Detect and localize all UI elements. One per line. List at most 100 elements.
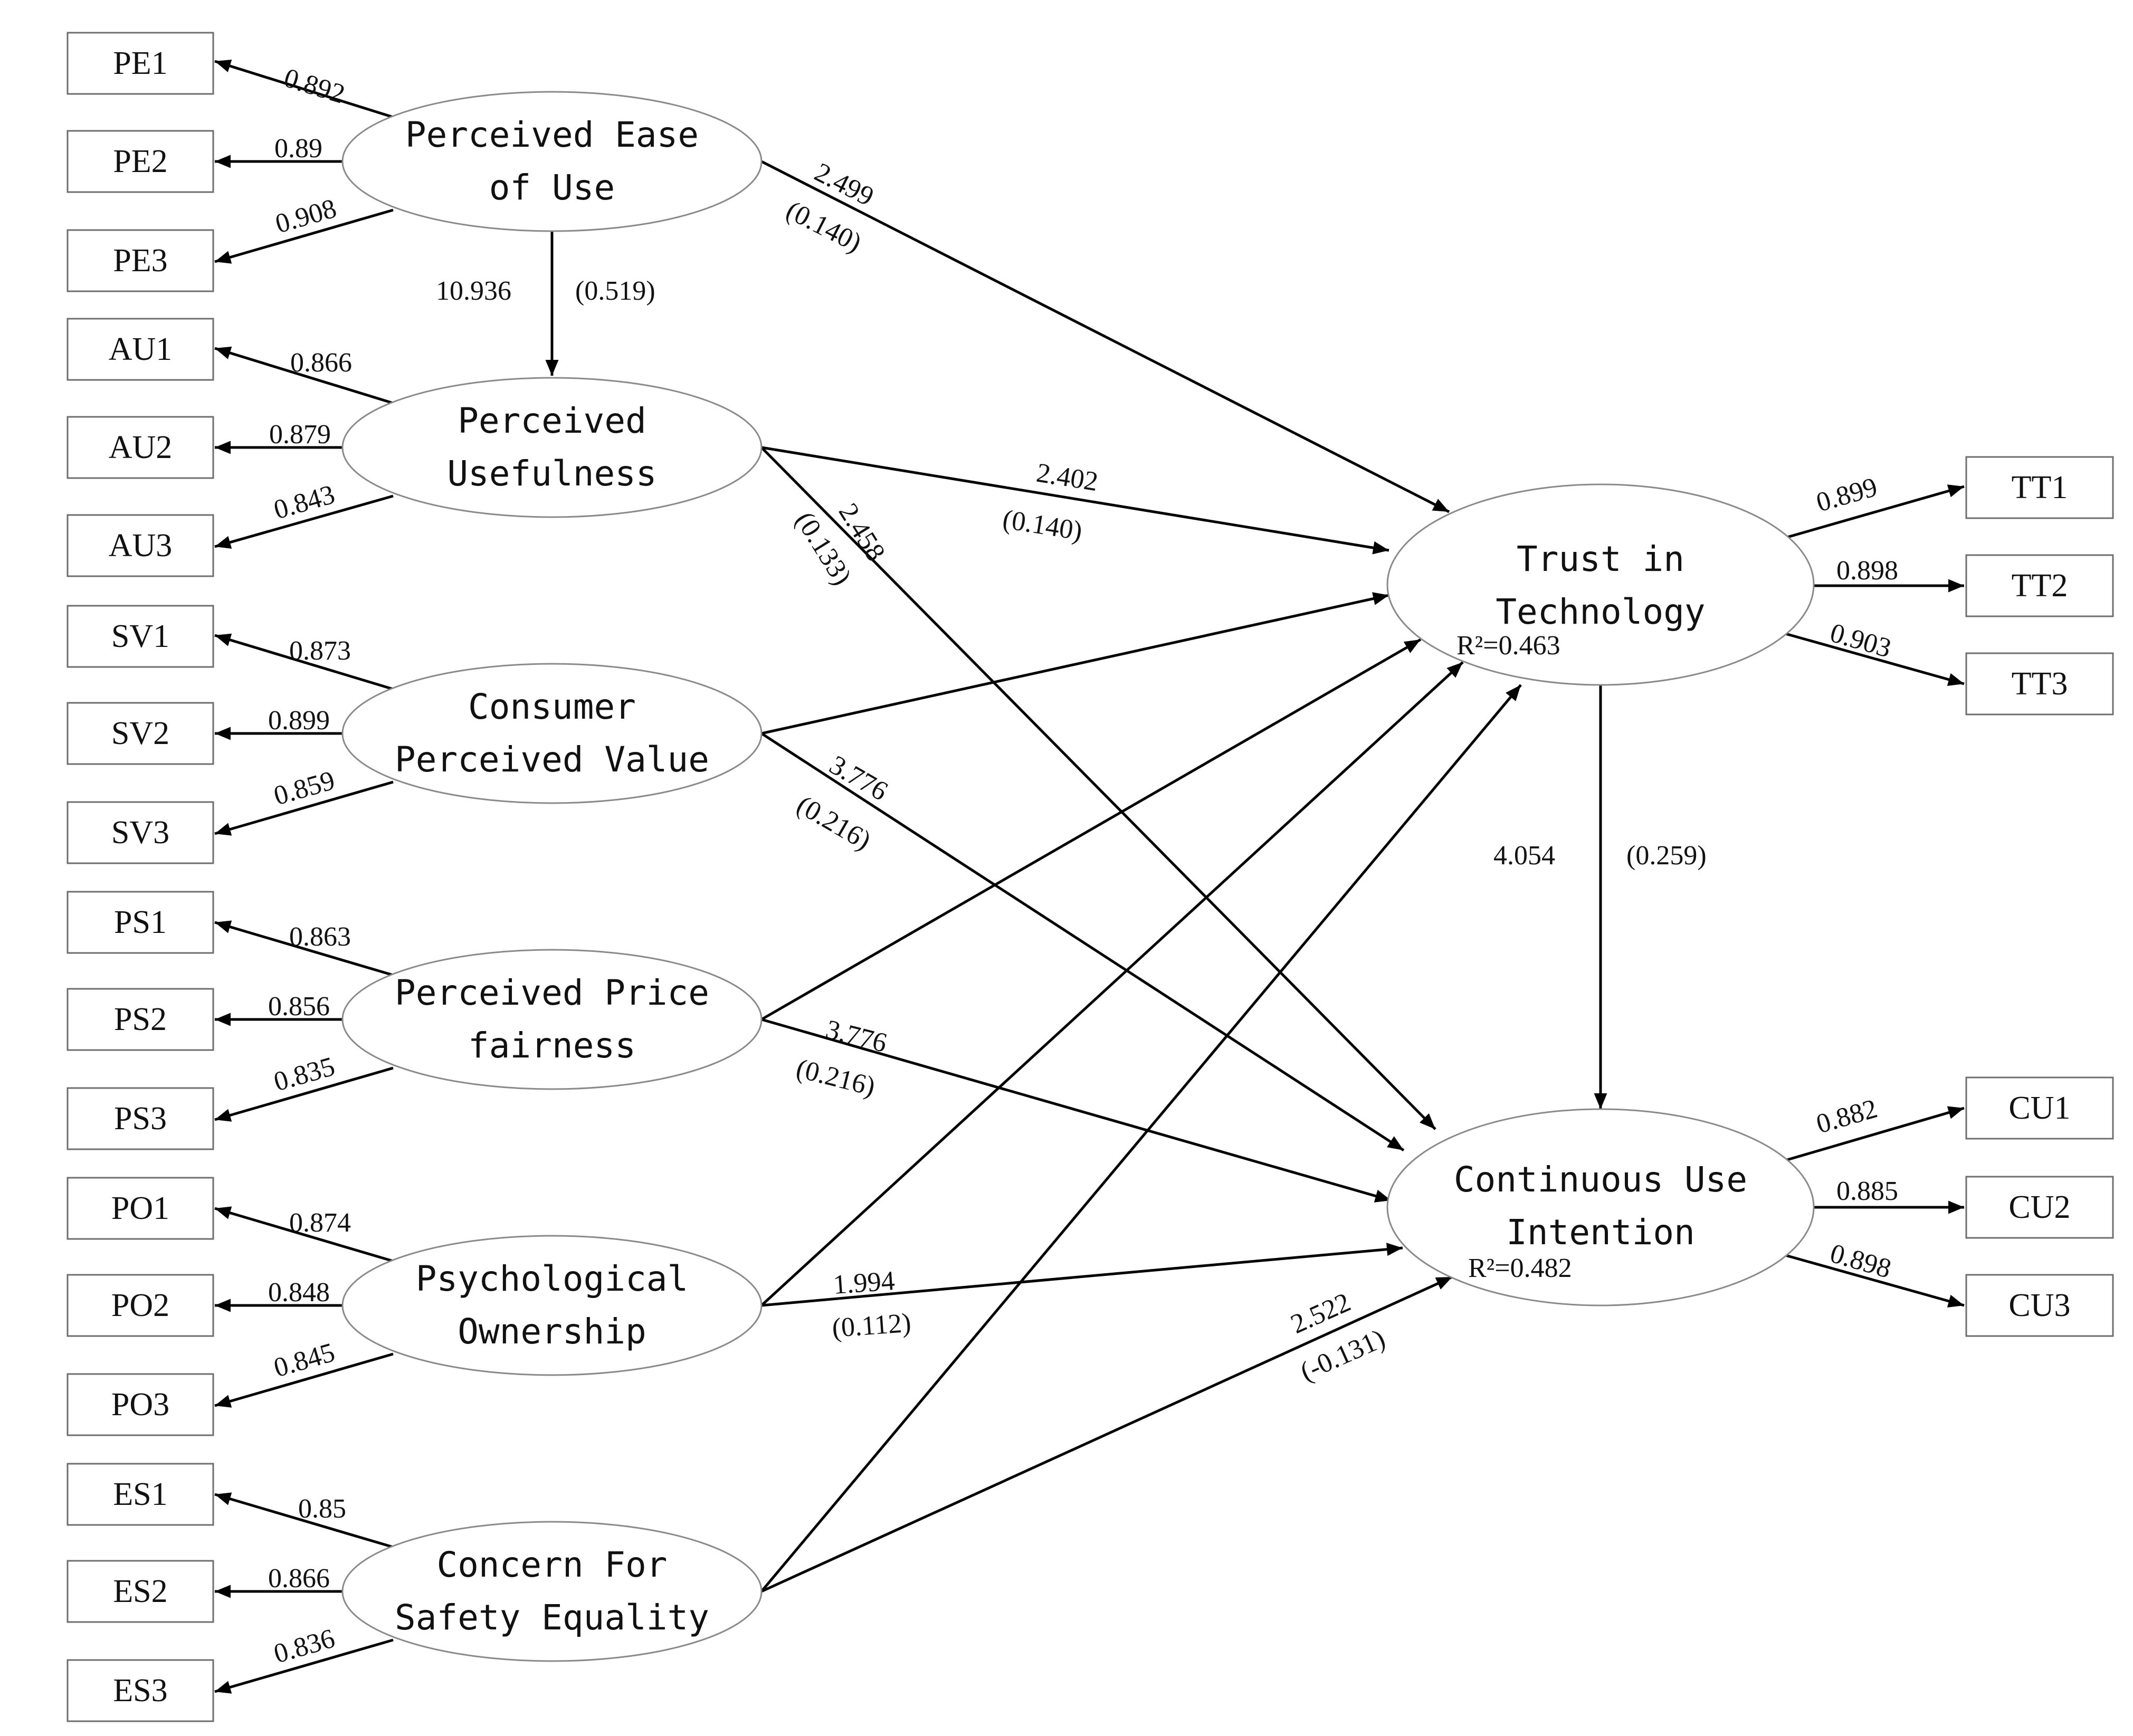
loading-cu2: 0.885 xyxy=(1836,1176,1898,1206)
indicator-cu1: CU1 xyxy=(1965,1076,2114,1140)
indicator-label-au1: AU1 xyxy=(109,331,173,367)
indicator-ps2: PS2 xyxy=(66,988,214,1051)
loading-po3: 0.845 xyxy=(271,1337,338,1383)
indicator-po2: PO2 xyxy=(66,1274,214,1337)
loading-arrow-pe1 xyxy=(214,60,394,119)
indicator-label-tt2: TT2 xyxy=(2012,568,2068,604)
path-label-cpv-cui-t: 3.776 xyxy=(824,750,893,807)
indicator-pe3: PE3 xyxy=(66,229,214,292)
construct-consumer-perceived-value: Consumer Perceived Value xyxy=(341,663,763,804)
construct-label-cpv-line1: Consumer xyxy=(468,686,636,727)
construct-label-ppf-line1: Perceived Price xyxy=(395,972,709,1013)
indicator-label-po1: PO1 xyxy=(111,1190,169,1226)
loading-arrow-tt1 xyxy=(1783,484,1965,540)
loading-sv1: 0.873 xyxy=(289,636,351,666)
path-ppf-to-tt xyxy=(760,638,1422,1021)
construct-label-ppf-line2: fairness xyxy=(468,1025,636,1066)
construct-psychological-ownership: Psychological Ownership xyxy=(341,1235,763,1376)
path-cfse-to-tt xyxy=(760,684,1522,1592)
construct-label-po-line1: Psychological xyxy=(416,1258,689,1299)
indicator-label-tt3: TT3 xyxy=(2012,666,2068,702)
indicator-label-es2: ES2 xyxy=(113,1573,167,1609)
construct-label-po-line2: Ownership xyxy=(458,1311,646,1352)
indicator-label-sv2: SV2 xyxy=(111,716,169,751)
structural-paths xyxy=(545,160,1607,1593)
construct-label-peou-line1: Perceived Ease xyxy=(405,115,699,155)
loading-arrow-ps3 xyxy=(214,1066,394,1122)
path-label-cfse-cui-t: 2.522 xyxy=(1287,1287,1355,1340)
path-pu-to-tt xyxy=(761,446,1389,555)
construct-label-cfse-line1: Concern For xyxy=(436,1544,667,1585)
path-label-peou-pu-coef: (0.519) xyxy=(575,276,655,306)
indicator-label-pe3: PE3 xyxy=(113,243,167,279)
loading-au2: 0.879 xyxy=(269,419,331,450)
loading-arrow-sv3 xyxy=(214,780,394,836)
indicator-label-cu2: CU2 xyxy=(2008,1189,2070,1225)
indicator-tt1: TT1 xyxy=(1965,456,2114,519)
indicator-es3: ES3 xyxy=(66,1659,214,1722)
indicator-label-ps1: PS1 xyxy=(114,904,167,940)
loading-es1: 0.85 xyxy=(298,1494,346,1524)
construct-label-cui-line2: Intention xyxy=(1506,1212,1695,1253)
loading-po2: 0.848 xyxy=(268,1277,330,1308)
loading-tt2: 0.898 xyxy=(1836,556,1898,586)
indicator-label-sv3: SV3 xyxy=(111,815,169,851)
loading-es2: 0.866 xyxy=(268,1563,330,1594)
loading-arrow-au3 xyxy=(214,494,394,549)
indicator-label-es1: ES1 xyxy=(113,1476,167,1512)
indicator-label-cu1: CU1 xyxy=(2008,1090,2070,1126)
loading-sv3: 0.859 xyxy=(271,765,338,811)
path-label-po-cui-t: 1.994 xyxy=(832,1266,896,1300)
construct-perceived-price-fairness: Perceived Price fairness xyxy=(341,949,763,1090)
path-label-pu-tt-t: 2.402 xyxy=(1034,458,1100,498)
path-label-peou-pu-t: 10.936 xyxy=(436,276,511,306)
indicator-sv3: SV3 xyxy=(66,801,214,864)
indicator-label-pe1: PE1 xyxy=(113,45,167,81)
indicator-cu3: CU3 xyxy=(1965,1274,2114,1337)
r-squared-cui: R²=0.482 xyxy=(1468,1253,1572,1283)
indicator-label-po2: PO2 xyxy=(111,1287,169,1323)
indicator-label-pe2: PE2 xyxy=(113,144,167,179)
path-po-to-cui xyxy=(761,1243,1403,1307)
construct-label-peou-line2: of Use xyxy=(489,167,615,208)
loading-po1: 0.874 xyxy=(289,1208,351,1238)
construct-label-pu-line1: Perceived xyxy=(458,400,646,441)
path-label-tt-cui-coef: (0.259) xyxy=(1626,841,1707,871)
indicator-po1: PO1 xyxy=(66,1177,214,1240)
construct-concern-for-safety-equality: Concern For Safety Equality xyxy=(341,1521,763,1662)
loading-arrow-ps1 xyxy=(214,920,394,977)
indicator-cu2: CU2 xyxy=(1965,1176,2114,1239)
indicator-au1: AU1 xyxy=(66,318,214,381)
loading-au3: 0.843 xyxy=(271,479,338,525)
path-label-pu-tt-coef: (0.140) xyxy=(1001,504,1084,547)
loading-arrow-cu3 xyxy=(1783,1253,1965,1308)
indicator-pe2: PE2 xyxy=(66,130,214,193)
path-pu-to-cui xyxy=(760,446,1436,1130)
loading-cu1: 0.882 xyxy=(1813,1093,1881,1139)
indicator-tt3: TT3 xyxy=(1965,652,2114,716)
loading-arrow-es3 xyxy=(214,1638,394,1694)
path-peou-to-tt xyxy=(760,160,1450,513)
path-label-tt-cui-t: 4.054 xyxy=(1493,841,1555,871)
loading-labels: 0.892 0.89 0.908 0.866 0.879 0.843 0.873… xyxy=(268,63,1898,1670)
indicator-es1: ES1 xyxy=(66,1463,214,1526)
path-label-ppf-cui-coef: (0.216) xyxy=(793,1053,878,1102)
loading-arrow-es1 xyxy=(214,1492,394,1549)
construct-label-cui-line1: Continuous Use xyxy=(1454,1159,1747,1200)
indicator-label-ps3: PS3 xyxy=(114,1101,167,1137)
indicator-au2: AU2 xyxy=(66,416,214,479)
construct-label-tt-line1: Trust in xyxy=(1517,539,1684,579)
indicator-label-po3: PO3 xyxy=(111,1387,169,1423)
indicator-au3: AU3 xyxy=(66,514,214,577)
loading-pe1: 0.892 xyxy=(280,63,348,110)
loading-arrow-au1 xyxy=(214,346,394,405)
loading-pe3: 0.908 xyxy=(272,193,340,239)
construct-label-tt-line2: Technology xyxy=(1496,592,1705,632)
indicator-label-sv1: SV1 xyxy=(111,618,169,654)
indicator-label-tt1: TT1 xyxy=(2012,470,2068,505)
indicator-sv2: SV2 xyxy=(66,702,214,765)
loading-arrow-po3 xyxy=(214,1352,394,1408)
indicator-po3: PO3 xyxy=(66,1373,214,1436)
construct-trust-in-technology: Trust in Technology R²=0.463 xyxy=(1386,483,1815,686)
